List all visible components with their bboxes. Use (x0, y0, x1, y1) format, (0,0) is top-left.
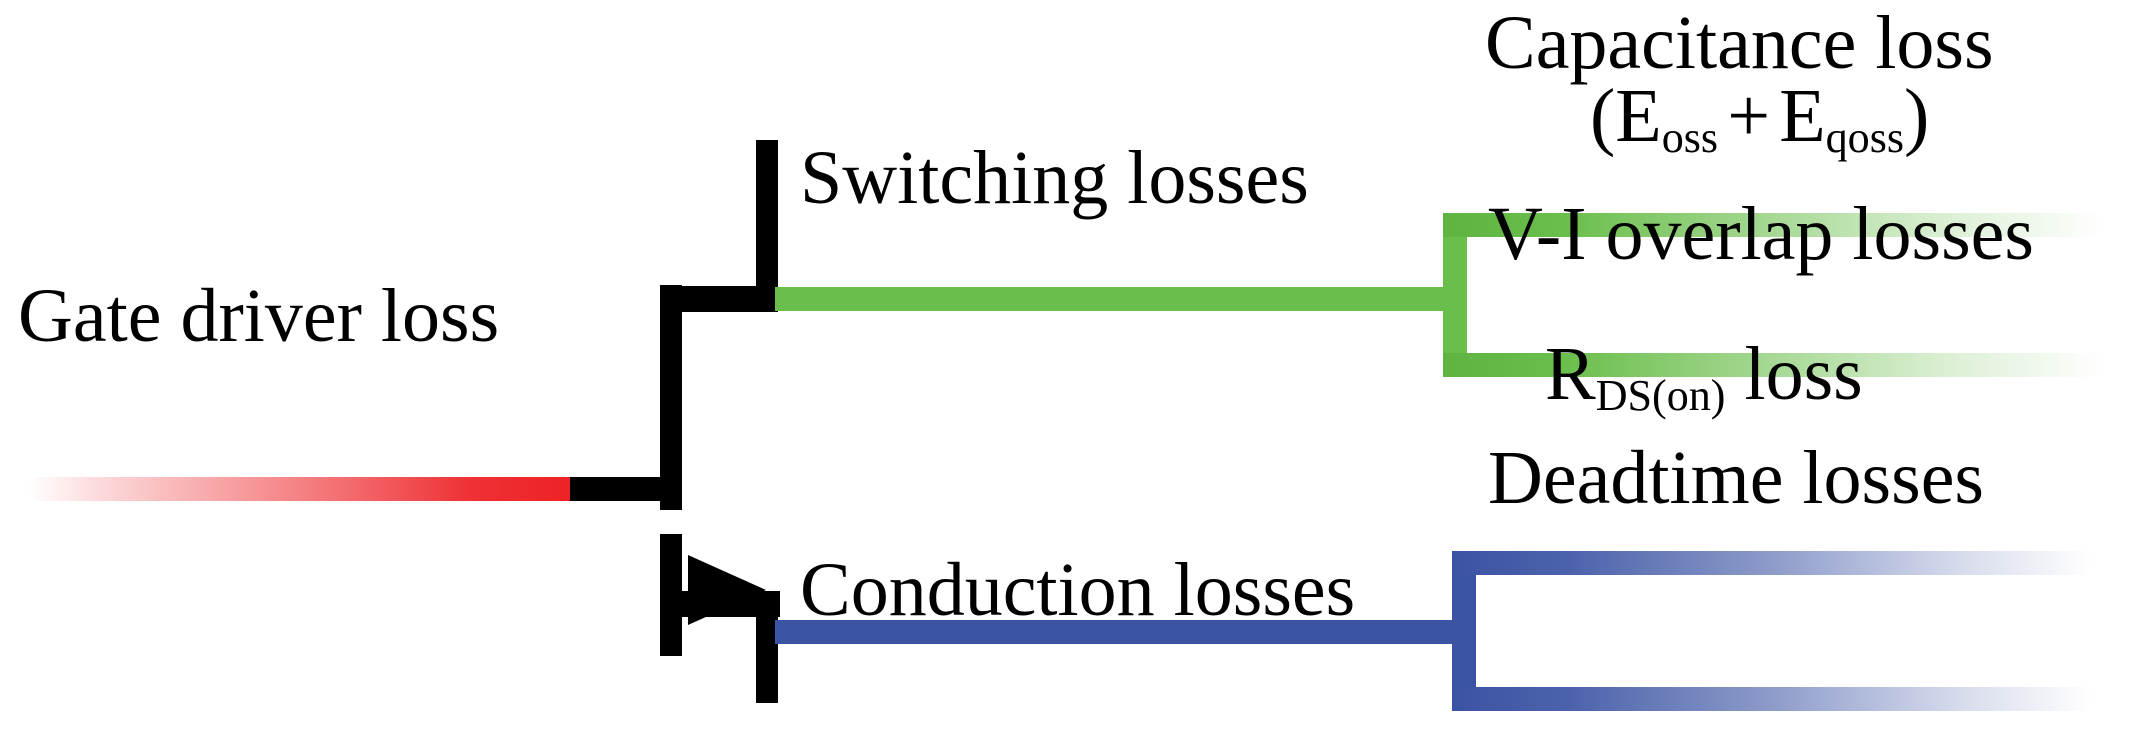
formula-sub-qoss: qoss (1825, 113, 1905, 163)
conduction-losses-bracket-spine (1452, 551, 1476, 711)
formula-open-paren-e: (E (1590, 74, 1662, 158)
formula-e2: E (1779, 74, 1826, 158)
label-deadtime-losses: Deadtime losses (1488, 436, 1985, 520)
label-conduction-losses: Conduction losses (800, 548, 1356, 632)
switching-losses-stem (775, 287, 1465, 311)
label-vi-overlap-losses: V-I overlap losses (1488, 192, 2034, 276)
rdson-subscript: DS(on) (1595, 371, 1726, 421)
mosfet-drain-lead (756, 140, 778, 312)
switching-losses-bracket-bottom-arm (1443, 353, 2103, 377)
rdson-r: R (1545, 332, 1596, 416)
conduction-losses-bracket-top-arm (1452, 551, 2092, 575)
formula-close-paren: ) (1904, 74, 1930, 158)
mosfet-gate-plate (660, 285, 682, 510)
formula-plus: + (1727, 74, 1771, 158)
label-switching-losses: Switching losses (800, 136, 1309, 220)
label-rdson-loss: RDS(on) loss (1545, 336, 1863, 418)
conduction-losses-bracket-bottom-arm (1452, 687, 2092, 711)
switching-losses-bracket-spine (1443, 213, 1467, 377)
mosfet-gate-lead (570, 477, 666, 501)
rdson-loss-word: loss (1725, 332, 1863, 416)
switching-losses-bracket-top-arm (1443, 213, 2103, 237)
conduction-losses-stem (775, 620, 1465, 644)
label-gate-driver-loss: Gate driver loss (18, 274, 500, 358)
gate-driver-connector-line (28, 477, 580, 501)
mosfet-body-arrow-icon (688, 555, 766, 625)
label-capacitance-loss-formula: (Eoss+Eqoss) (1590, 78, 1929, 160)
formula-sub-oss: oss (1661, 113, 1719, 163)
label-capacitance-loss: Capacitance loss (1485, 1, 1994, 85)
